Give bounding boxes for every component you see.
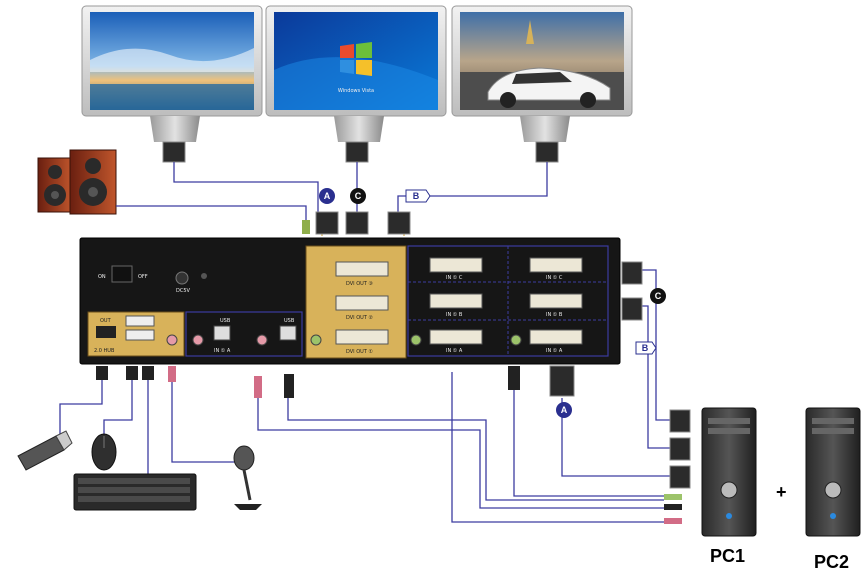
right-dvi-plugs bbox=[621, 261, 643, 321]
ground-screw-icon bbox=[201, 273, 207, 279]
label-c-top bbox=[350, 188, 366, 204]
power-switch: ON OFF bbox=[98, 265, 148, 283]
monitor-a bbox=[81, 5, 263, 142]
windows-caption: Windows Vista bbox=[338, 88, 374, 94]
pc1-label: PC1 bbox=[710, 546, 746, 566]
kvm-bottom-plugs bbox=[96, 365, 575, 398]
svg-text:IN ① C: IN ① C bbox=[446, 275, 463, 281]
windows-logo-icon bbox=[340, 42, 372, 76]
usb-port-1 bbox=[125, 315, 155, 327]
usb-b-port-a bbox=[213, 325, 231, 341]
svg-text:DVI OUT ③: DVI OUT ③ bbox=[346, 281, 373, 287]
monitor-b bbox=[451, 5, 633, 142]
dvi-in-ports: IN ① C IN ① C IN ① B IN ① B IN ① A IN ① … bbox=[429, 257, 583, 354]
svg-text:IN ① A: IN ① A bbox=[446, 348, 463, 354]
label-c-side bbox=[650, 288, 666, 304]
audio-out-jack-icon bbox=[310, 334, 322, 346]
svg-text:IN ① A: IN ① A bbox=[214, 348, 231, 354]
cables bbox=[59, 162, 680, 523]
connector-labels: A C B C B A bbox=[319, 188, 666, 418]
sports-car-icon bbox=[487, 67, 611, 108]
svg-text:OUT: OUT bbox=[100, 318, 112, 324]
label-a-bottom bbox=[556, 402, 572, 418]
mic-jack-icon bbox=[166, 334, 178, 346]
monitor-dvi-plugs bbox=[162, 141, 559, 163]
usb-port-2 bbox=[125, 329, 155, 341]
monitor-c-stand bbox=[334, 116, 384, 142]
monitor-c: Windows Vista bbox=[265, 5, 447, 142]
label-b-side bbox=[635, 341, 657, 355]
svg-text:C: C bbox=[655, 291, 662, 301]
usb-hub-port-1 bbox=[96, 326, 116, 338]
svg-text:2.0 HUB: 2.0 HUB bbox=[94, 348, 115, 354]
svg-text:IN ① A: IN ① A bbox=[546, 348, 563, 354]
microphone-icon bbox=[233, 445, 262, 510]
svg-text:B: B bbox=[413, 191, 420, 201]
svg-text:A: A bbox=[561, 405, 568, 415]
svg-text:USB: USB bbox=[284, 318, 295, 324]
dvi-out-ports: DVI OUT ③ DVI OUT ② DVI OUT ① bbox=[335, 261, 389, 355]
kvm-top-dvi-plugs bbox=[302, 211, 411, 235]
label-b-top bbox=[405, 189, 431, 203]
dc-jack-icon bbox=[175, 271, 189, 285]
svg-text:B: B bbox=[642, 343, 649, 353]
monitor-a-stand bbox=[150, 116, 200, 142]
svg-text:OFF: OFF bbox=[138, 274, 148, 280]
svg-text:C: C bbox=[355, 191, 362, 201]
svg-text:USB: USB bbox=[220, 318, 231, 324]
svg-text:DVI OUT ①: DVI OUT ① bbox=[346, 349, 373, 355]
svg-text:A: A bbox=[324, 191, 331, 201]
pc2-tower bbox=[805, 407, 861, 537]
speakers-icon bbox=[37, 149, 117, 215]
svg-text:ON: ON bbox=[98, 274, 106, 280]
usb-flash-drive-icon bbox=[17, 430, 73, 471]
svg-text:IN ① B: IN ① B bbox=[446, 312, 463, 318]
label-a-top bbox=[319, 188, 335, 204]
pc1-plugs bbox=[664, 409, 691, 524]
pc1-tower bbox=[701, 407, 757, 537]
mouse-icon bbox=[91, 433, 117, 471]
svg-text:IN ① C: IN ① C bbox=[546, 275, 563, 281]
kvm-switch: ON OFF DC5V OUT 2.0 HUB USB USB IN ① A D… bbox=[79, 237, 621, 365]
keyboard-icon bbox=[73, 473, 197, 511]
monitor-b-stand bbox=[520, 116, 570, 142]
svg-text:DC5V: DC5V bbox=[176, 288, 191, 294]
usb-b-port-b bbox=[279, 325, 297, 341]
svg-text:DVI OUT ②: DVI OUT ② bbox=[346, 315, 373, 321]
plus-sign: + bbox=[776, 482, 787, 502]
pc2-label: PC2 bbox=[814, 552, 850, 572]
svg-text:IN ① B: IN ① B bbox=[546, 312, 563, 318]
